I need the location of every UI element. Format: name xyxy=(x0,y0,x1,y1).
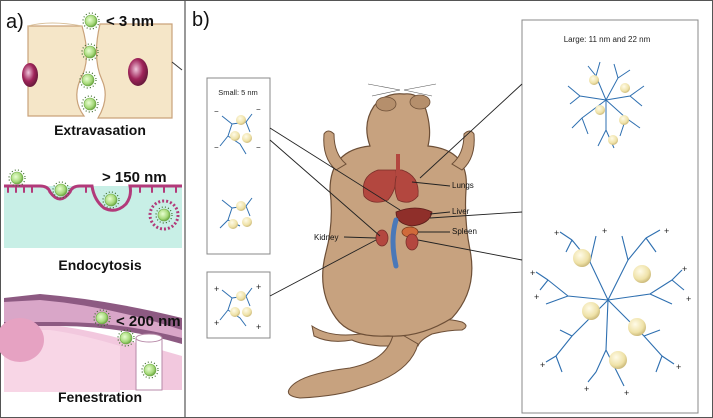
svg-text:+: + xyxy=(554,228,559,238)
organ-label-spleen: Spleen xyxy=(452,227,477,236)
svg-text:+: + xyxy=(540,360,545,370)
extravasation-size: < 3 nm xyxy=(106,13,154,30)
small-cores xyxy=(228,115,252,229)
organ-label-liver: Liver xyxy=(452,207,470,216)
fenestration-size: < 200 nm xyxy=(116,313,181,330)
charge-positive: + xyxy=(214,318,219,328)
charge-negative: − xyxy=(256,105,261,114)
organ-label-lungs: Lungs xyxy=(452,181,474,190)
panel-a-label: a) xyxy=(6,11,24,33)
svg-text:+: + xyxy=(664,226,669,236)
leader-lines xyxy=(269,83,523,297)
extravasation-caption: Extravasation xyxy=(54,122,146,138)
large-dendrimer-box xyxy=(521,19,699,414)
large-charges: + + + + + + + + + + + xyxy=(530,226,691,398)
small-positive-box xyxy=(206,271,271,339)
small-box-title: Small: 5 nm xyxy=(218,88,258,97)
fenestration-caption: Fenestration xyxy=(58,389,142,405)
charge-positive: + xyxy=(256,322,261,332)
charge-negative: − xyxy=(256,143,261,152)
liver-organ xyxy=(395,207,433,227)
endocytosis-size: > 150 nm xyxy=(102,169,167,186)
endocytosis-illustration xyxy=(4,169,182,248)
svg-text:+: + xyxy=(530,268,535,278)
panel-b: b) Small: 5 nm − − − − + + + + xyxy=(192,9,699,414)
endocytosis-caption: Endocytosis xyxy=(58,257,141,273)
fenestration-illustration xyxy=(0,294,182,392)
svg-text:+: + xyxy=(584,384,589,394)
fenestration-nucleus xyxy=(0,318,44,362)
kidney-organ xyxy=(375,229,389,247)
charge-positive: + xyxy=(256,282,261,292)
panel-a: a) < 3 nm Extravasation xyxy=(0,0,186,418)
svg-text:+: + xyxy=(676,362,681,372)
svg-text:+: + xyxy=(534,292,539,302)
charge-negative: − xyxy=(214,143,219,152)
svg-text:+: + xyxy=(686,294,691,304)
charge-positive: + xyxy=(214,284,219,294)
panel-b-label: b) xyxy=(192,9,210,31)
svg-text:+: + xyxy=(602,226,607,236)
nucleus-right xyxy=(128,58,148,86)
extravasation-illustration xyxy=(22,12,183,119)
small-dendrimer-box xyxy=(206,77,271,255)
organ-label-kidney: Kidney xyxy=(314,233,338,242)
nucleus-left xyxy=(22,63,38,87)
mouse-illustration xyxy=(287,83,475,399)
charge-negative: − xyxy=(214,107,219,116)
svg-text:+: + xyxy=(624,388,629,398)
large-box-title: Large: 11 nm and 22 nm xyxy=(564,35,651,44)
svg-text:+: + xyxy=(682,264,687,274)
